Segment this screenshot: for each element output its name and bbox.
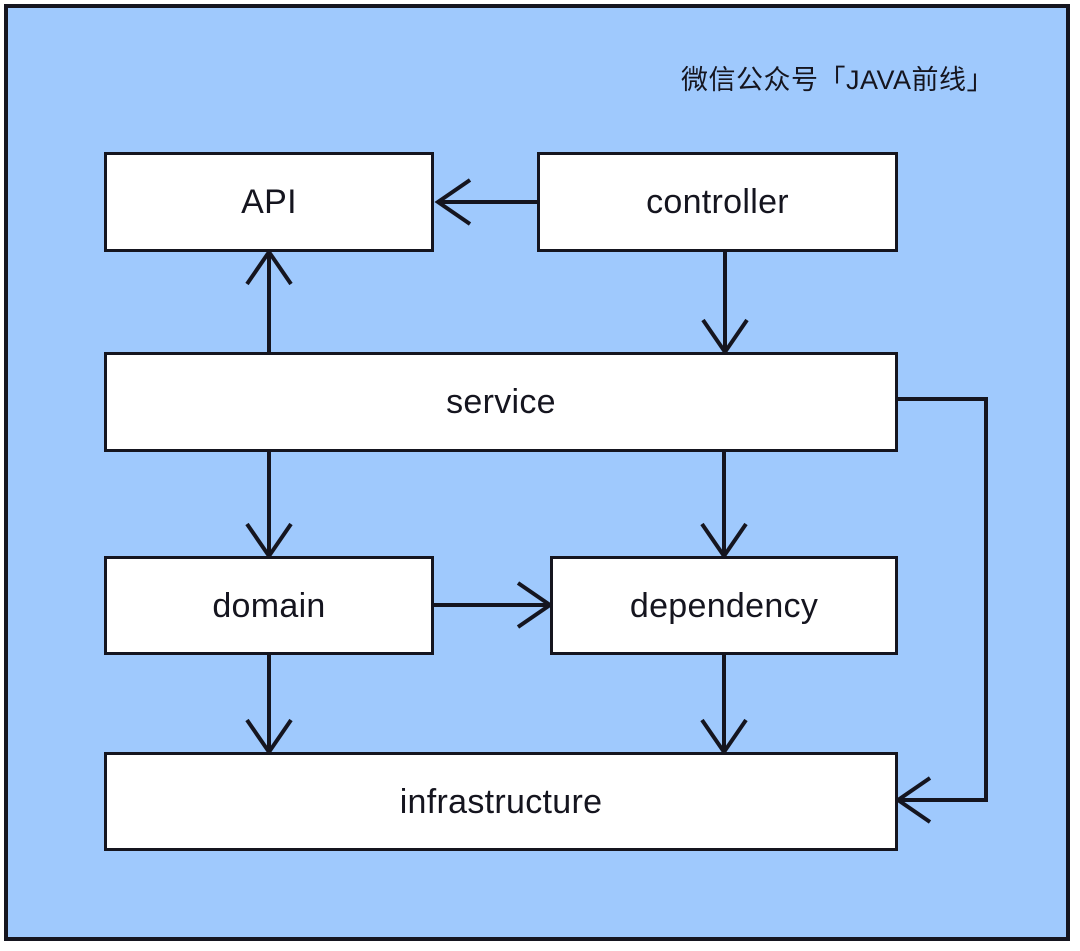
edge-service-to-domain <box>245 452 293 560</box>
node-api[interactable]: API <box>104 152 434 252</box>
node-service-label: service <box>446 383 556 421</box>
node-domain[interactable]: domain <box>104 556 434 655</box>
node-api-label: API <box>241 183 297 221</box>
node-controller[interactable]: controller <box>537 152 898 252</box>
edge-dependency-to-infrastructure <box>700 655 748 756</box>
watermark-text: 微信公众号「JAVA前线」 <box>680 65 994 95</box>
node-controller-label: controller <box>646 183 789 221</box>
edge-service-to-infrastructure <box>894 397 988 824</box>
node-dependency-label: dependency <box>629 586 819 625</box>
node-infrastructure[interactable]: infrastructure <box>104 752 898 851</box>
node-infrastructure-label: infrastructure <box>399 782 603 821</box>
edge-controller-to-api <box>434 178 537 226</box>
node-service[interactable]: service <box>104 352 898 452</box>
edge-service-to-api <box>245 248 293 352</box>
node-dependency[interactable]: dependency <box>550 556 898 655</box>
edge-service-to-dependency <box>700 452 748 560</box>
edge-controller-to-service <box>701 252 749 356</box>
edge-domain-to-dependency <box>434 581 554 629</box>
node-domain-label: domain <box>212 586 326 625</box>
edge-domain-to-infrastructure <box>245 655 293 756</box>
